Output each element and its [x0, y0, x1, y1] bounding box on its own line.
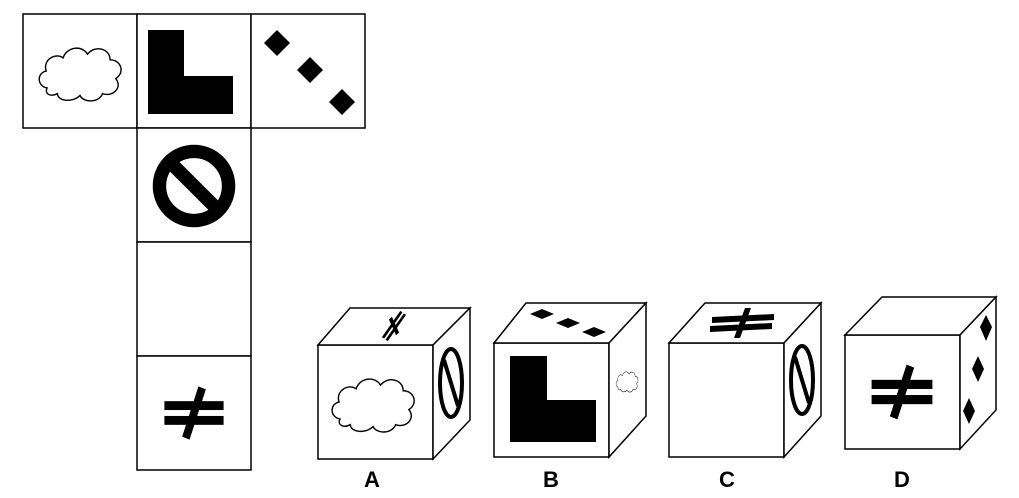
three-diamonds-icon: [963, 315, 992, 424]
no-sign-icon: [438, 347, 464, 419]
option-label: C: [719, 467, 735, 492]
option-label: A: [364, 467, 380, 492]
option-a[interactable]: A: [316, 306, 472, 492]
net-face-not-equal: [136, 355, 252, 471]
not-equal-icon: [710, 308, 774, 338]
option-b[interactable]: B: [492, 301, 648, 492]
three-diamonds-icon: [530, 309, 606, 337]
net-face-no-sign: [136, 127, 252, 243]
net-face-blank: [136, 241, 252, 357]
option-label: D: [894, 467, 910, 492]
option-label: B: [543, 467, 559, 492]
l-shape-icon: [510, 356, 596, 442]
three-diamonds-icon: [264, 30, 355, 115]
no-sign-icon: [789, 344, 815, 416]
option-d[interactable]: D: [843, 295, 998, 492]
net-face-cloud: [22, 13, 138, 129]
net-face-diamonds: [250, 13, 366, 129]
cube-net: [22, 13, 366, 471]
l-shape-icon: [148, 30, 233, 114]
net-face-l-shape: [136, 13, 252, 129]
option-c[interactable]: C: [667, 301, 823, 492]
